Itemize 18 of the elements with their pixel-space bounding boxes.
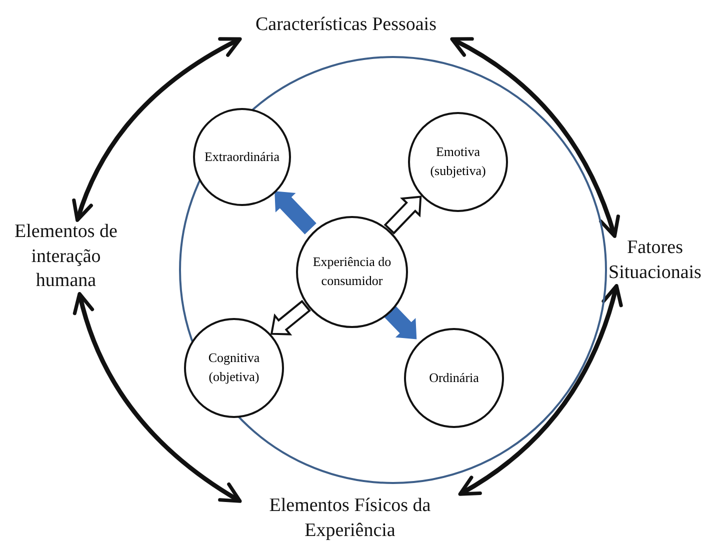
outer-circle xyxy=(179,56,607,484)
factor-label: Características Pessoais xyxy=(238,10,454,40)
arrow xyxy=(384,306,417,340)
node-label: Cognitiva (objetiva) xyxy=(207,349,261,386)
factor-label: Elementos Físicos da Experiência xyxy=(238,492,462,546)
node-label: Emotiva (subjetiva) xyxy=(429,143,487,180)
arrow xyxy=(274,191,316,234)
arrow xyxy=(458,284,622,496)
arrow xyxy=(450,37,620,238)
node-label: Extraordinária xyxy=(204,148,280,166)
arrow xyxy=(270,300,311,336)
arrow xyxy=(72,37,242,222)
factor-label: Fatores Situacionais xyxy=(604,234,706,288)
node-label: Experiência do consumidor xyxy=(312,253,392,290)
node-label: Ordinária xyxy=(429,368,479,387)
arrow xyxy=(384,196,422,235)
factor-label: Elementos de interação humana xyxy=(10,218,122,296)
arrow xyxy=(74,292,242,503)
